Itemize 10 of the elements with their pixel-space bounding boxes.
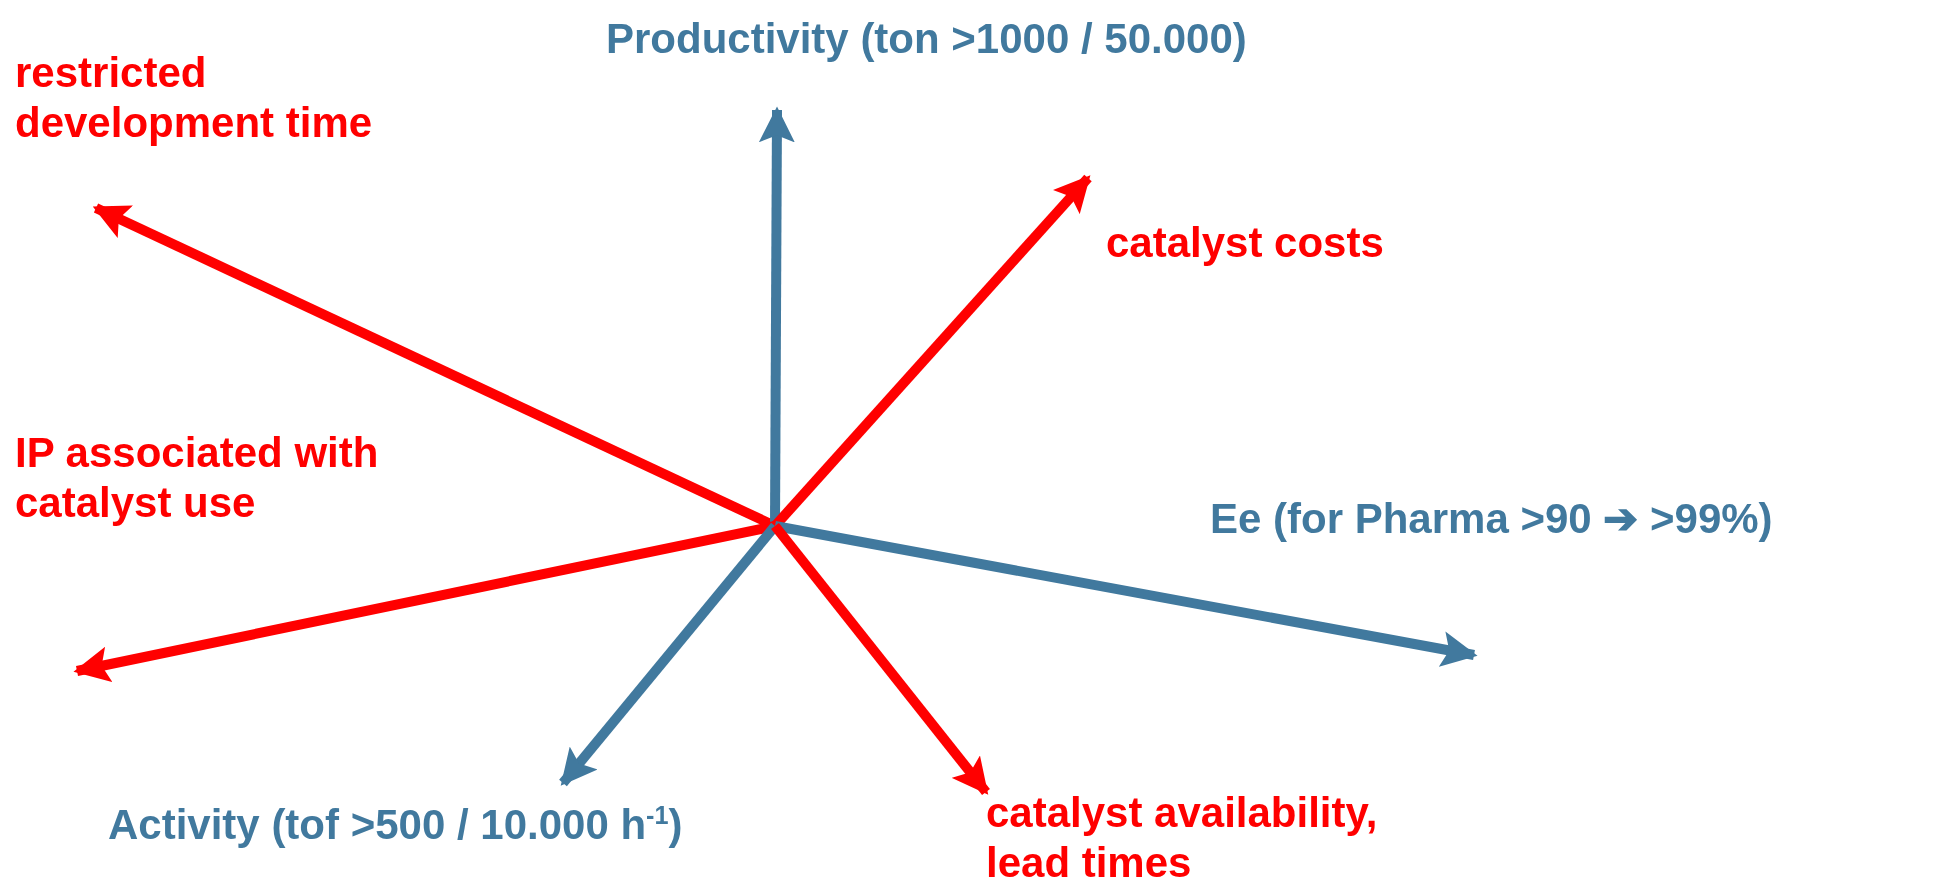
arrow <box>73 521 776 683</box>
axis-label: Ee (for Pharma >90 ➔ >99%) <box>1210 494 1774 544</box>
arrow <box>771 522 990 796</box>
axis-label: Productivity (ton >1000 / 50.000) <box>606 14 1248 64</box>
axis-label: Activity (tof >500 / 10.000 h$^{-1}$) <box>108 800 684 850</box>
axis-label: IP associated with catalyst use <box>15 428 380 528</box>
arrow <box>774 521 1478 667</box>
axis-label: catalyst availability, lead times <box>986 788 1379 888</box>
axis-label: restricted development time <box>15 48 374 148</box>
axis-label: catalyst costs <box>1106 218 1385 268</box>
